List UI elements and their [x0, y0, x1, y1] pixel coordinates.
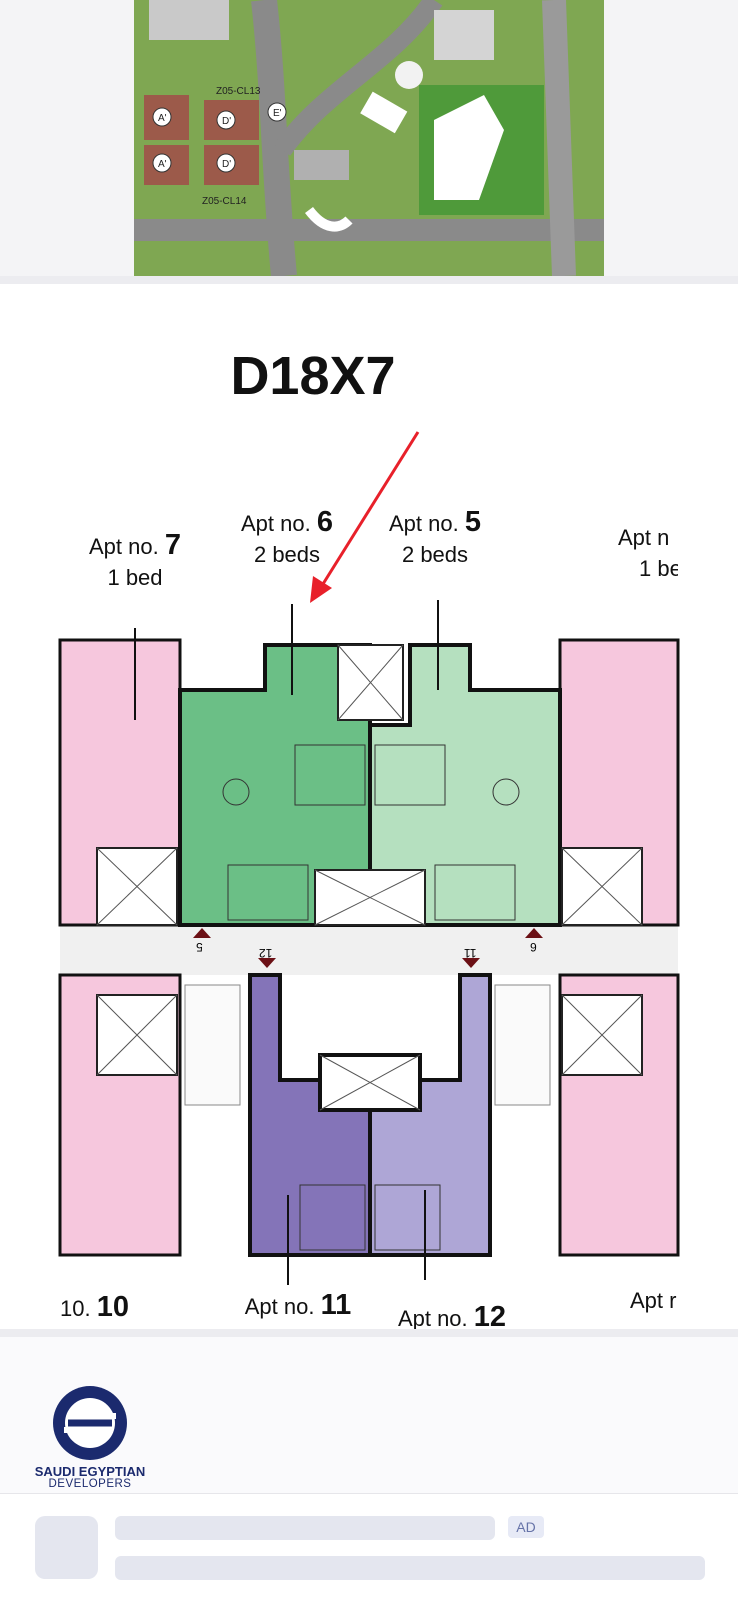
unit-marker: D' [222, 116, 231, 127]
apt-prefix: 10. [60, 1296, 91, 1321]
apt-prefix: Apt no. [244, 1294, 315, 1319]
ad-title-placeholder [115, 1516, 495, 1540]
unit-marker: D' [222, 159, 231, 170]
brand-name: SAUDI EGYPTIAN [34, 1464, 146, 1479]
apt-label-partial-right: Apt n 1 be [618, 522, 678, 584]
apt-prefix: Apt no. [397, 1306, 468, 1329]
unit-marker: A' [158, 159, 167, 170]
door-marker-label: 11 [464, 946, 477, 960]
advertiser-logo-icon [53, 1386, 127, 1460]
apt-label-12: Apt no. 12 [382, 1302, 522, 1329]
feed-divider [0, 276, 738, 284]
apt-label-6: Apt no. 6 2 beds [222, 507, 352, 570]
apt-prefix: Apt n [618, 525, 670, 550]
door-marker-label: 6 [530, 940, 537, 954]
floor-plan-image[interactable]: 5 12 11 6 [0, 284, 738, 1329]
apt-number: 6 [316, 506, 333, 538]
apt-number: 7 [164, 529, 181, 561]
brand-subtitle: DEVELOPERS [48, 1478, 132, 1490]
apt-number: 10 [96, 1291, 129, 1323]
unit-marker: E' [273, 108, 282, 119]
door-marker-label: 5 [196, 940, 203, 954]
unit-marker: A' [158, 113, 167, 124]
apt-beds: 1 be [639, 556, 678, 581]
apt-prefix: Apt r [630, 1288, 677, 1313]
advertiser-card[interactable] [0, 1337, 738, 1493]
apt-beds: 1 bed [107, 565, 163, 590]
ad-badge: AD [508, 1516, 544, 1538]
site-map-image[interactable]: Z05-CL13 Z05-CL14 A' D' E' A' D' [134, 0, 604, 276]
site-label: Z05-CL14 [202, 196, 247, 207]
apt-number: 12 [473, 1302, 507, 1329]
ad-subtitle-placeholder [115, 1556, 705, 1580]
apt-label-partial-right-bottom: Apt r [630, 1285, 678, 1329]
apt-prefix: Apt no. [389, 511, 459, 536]
plan-title: D18X7 [230, 346, 396, 406]
apt-label-11: Apt no. 11 [228, 1290, 368, 1322]
apt-label-10: 10. 10 [60, 1292, 140, 1324]
apt-beds: 2 beds [253, 542, 321, 567]
ad-thumbnail-placeholder [35, 1516, 98, 1579]
apt-label-5: Apt no. 5 2 beds [370, 507, 500, 570]
door-marker-label: 12 [259, 946, 273, 960]
apt-beds: 2 beds [401, 542, 469, 567]
apt-prefix: Apt no. [89, 534, 159, 559]
apt-number: 5 [464, 506, 481, 538]
apt-number: 11 [320, 1289, 352, 1321]
apt-prefix: Apt no. [241, 511, 311, 536]
site-label: Z05-CL13 [216, 86, 261, 97]
apt-label-7: Apt no. 7 1 bed [70, 530, 200, 593]
ad-row[interactable] [0, 1493, 738, 1601]
feed-divider [0, 1329, 738, 1337]
